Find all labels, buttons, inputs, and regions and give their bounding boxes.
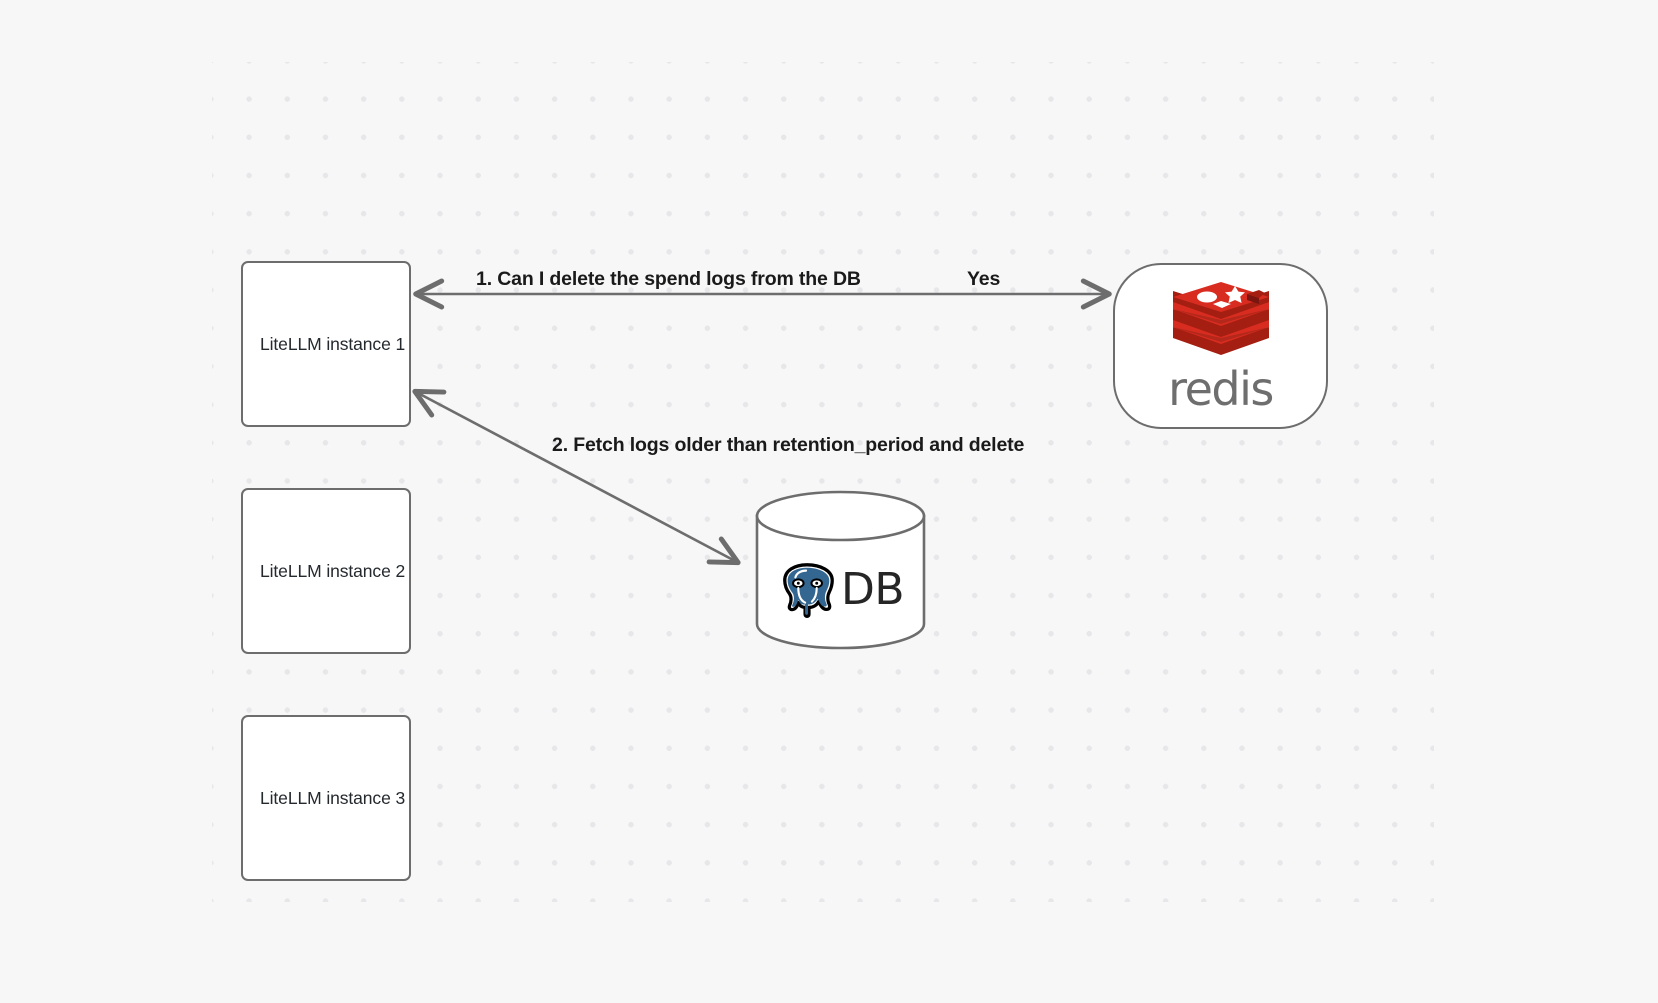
edge-2-label: 2. Fetch logs older than retention_perio…: [552, 434, 1025, 456]
redis-wordmark: redis: [1168, 362, 1274, 416]
edge-1-reply-label: Yes: [967, 268, 1001, 290]
postgresql-elephant-icon: [783, 563, 834, 619]
edge-2-connector: [412, 388, 741, 566]
node-label: LiteLLM instance 2: [260, 560, 406, 581]
node-label: LiteLLM instance 3: [260, 787, 406, 808]
edge-1-label: 1. Can I delete the spend logs from the …: [476, 268, 861, 290]
cylinder-shape: [755, 490, 926, 650]
node-redis[interactable]: redis: [1113, 263, 1328, 429]
node-litellm-instance-1[interactable]: LiteLLM instance 1: [241, 261, 411, 427]
node-litellm-instance-2[interactable]: LiteLLM instance 2: [241, 488, 411, 654]
node-litellm-instance-3[interactable]: LiteLLM instance 3: [241, 715, 411, 881]
node-database[interactable]: DB: [754, 490, 927, 650]
db-label: DB: [840, 564, 905, 615]
redis-logo-icon: [1172, 282, 1269, 355]
node-label: LiteLLM instance 1: [260, 333, 406, 354]
